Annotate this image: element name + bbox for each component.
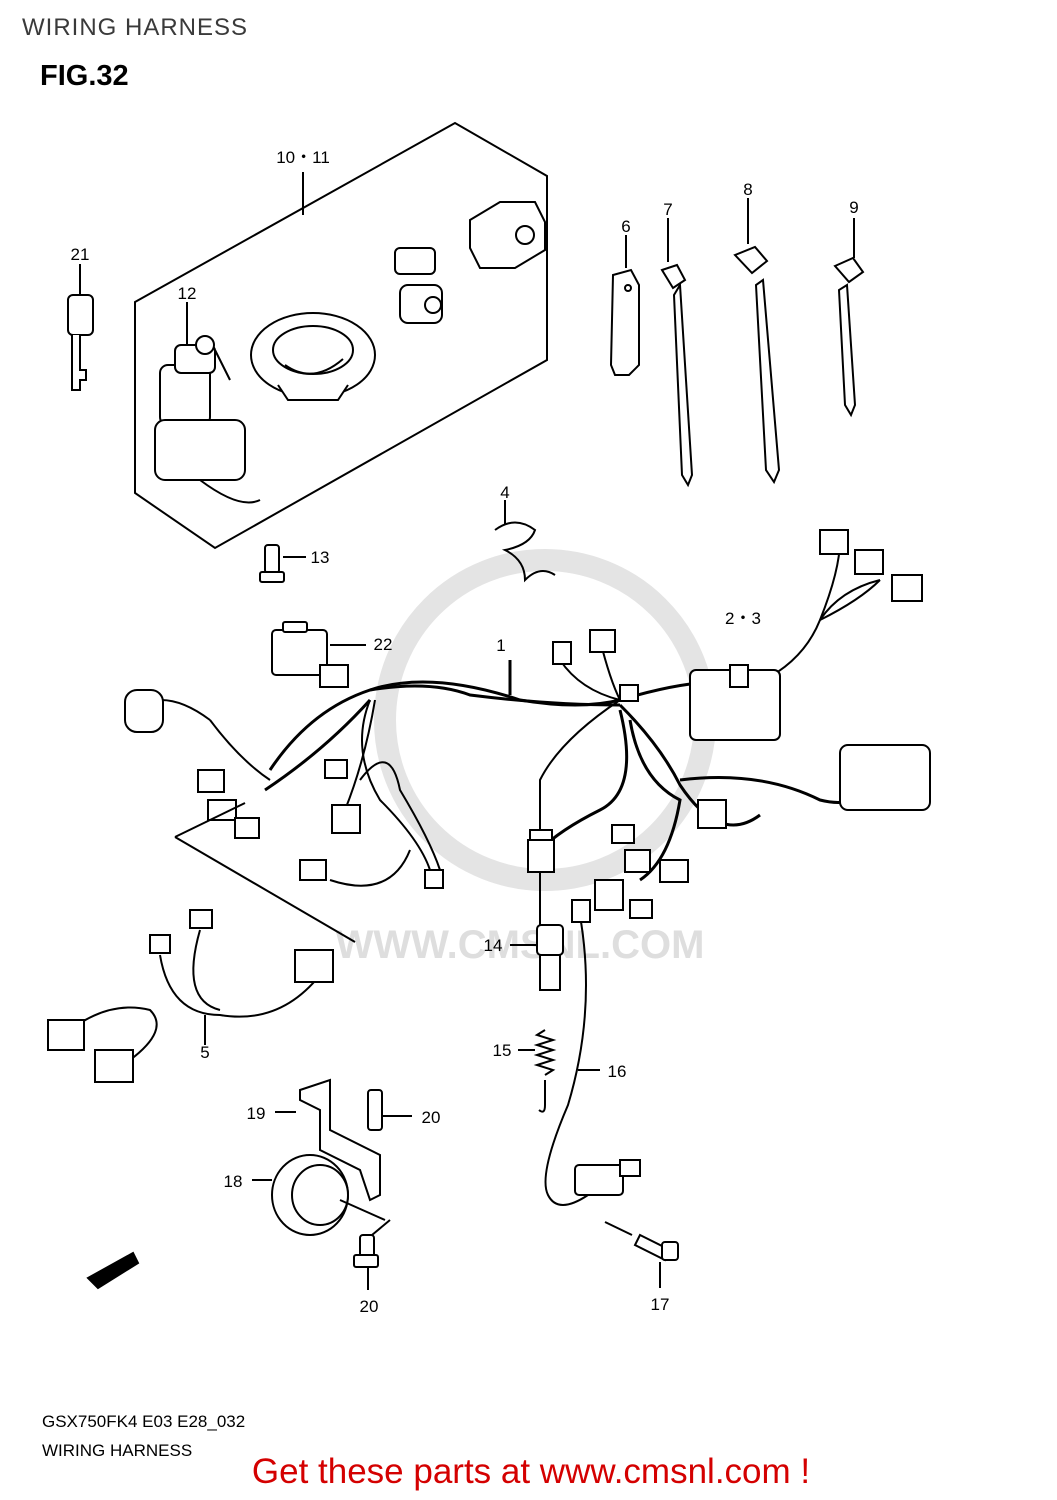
callout-20-lower: 20 xyxy=(360,1297,379,1316)
ignition-switch-lock xyxy=(154,302,261,504)
horn-bracket-19 xyxy=(275,1078,381,1202)
lock-cover xyxy=(469,201,546,269)
rear-brake-switch-16 xyxy=(544,899,641,1206)
callout-6: 6 xyxy=(621,217,630,236)
callout-1: 1 xyxy=(496,636,505,655)
cable-tie-8 xyxy=(733,198,781,485)
horn-18 xyxy=(252,1154,386,1236)
screw-17 xyxy=(604,1221,679,1288)
main-wiring-harness xyxy=(264,660,872,882)
callout-21: 21 xyxy=(71,245,90,264)
spring-15 xyxy=(518,1029,557,1113)
ignition-switch-set-box xyxy=(134,121,548,550)
bolt-20-lower xyxy=(353,1219,391,1290)
screw-13 xyxy=(259,544,306,583)
callout-4: 4 xyxy=(500,483,509,502)
page-title: WIRING HARNESS xyxy=(22,14,249,41)
sub-harness-5 xyxy=(47,909,334,1083)
key xyxy=(67,264,94,391)
seat-lock xyxy=(394,247,443,324)
neutral-switch-14 xyxy=(510,924,564,991)
callout-10-11: 10・11 xyxy=(276,148,330,167)
clamp-6 xyxy=(609,235,640,376)
callout-15: 15 xyxy=(493,1041,512,1060)
callout-16: 16 xyxy=(608,1062,627,1081)
clip-4 xyxy=(494,500,556,583)
figure-number: FIG.32 xyxy=(40,60,129,92)
forward-direction-arrow xyxy=(86,1251,140,1290)
diagram-code: GSX750FK4 E03 E28_032 xyxy=(42,1412,246,1431)
callout-18: 18 xyxy=(224,1172,243,1191)
cable-tie-7 xyxy=(660,218,694,488)
fuel-tank-cap xyxy=(250,312,376,401)
callout-14: 14 xyxy=(484,936,503,955)
callout-2-3: 2・3 xyxy=(725,609,761,628)
callout-5: 5 xyxy=(200,1043,209,1062)
relay-22 xyxy=(271,621,366,676)
harness-connectors xyxy=(124,529,931,919)
diagram-footer-title: WIRING HARNESS xyxy=(42,1441,193,1460)
harness-group-bracket xyxy=(174,802,356,943)
callout-8: 8 xyxy=(743,180,752,199)
callout-labels: 10・11 21 12 13 6 7 8 9 4 2・3 22 1 14 5 1… xyxy=(71,148,859,1316)
cable-tie-9 xyxy=(833,218,865,418)
bolt-20-upper xyxy=(367,1089,412,1131)
callout-17: 17 xyxy=(651,1295,670,1314)
callout-22: 22 xyxy=(374,635,393,654)
callout-7: 7 xyxy=(663,200,672,219)
callout-13: 13 xyxy=(311,548,330,567)
callout-9: 9 xyxy=(849,198,858,217)
callout-12: 12 xyxy=(178,284,197,303)
promo-link[interactable]: Get these parts at www.cmsnl.com ! xyxy=(251,1452,811,1491)
callout-20-upper: 20 xyxy=(422,1108,441,1127)
callout-19: 19 xyxy=(247,1104,266,1123)
